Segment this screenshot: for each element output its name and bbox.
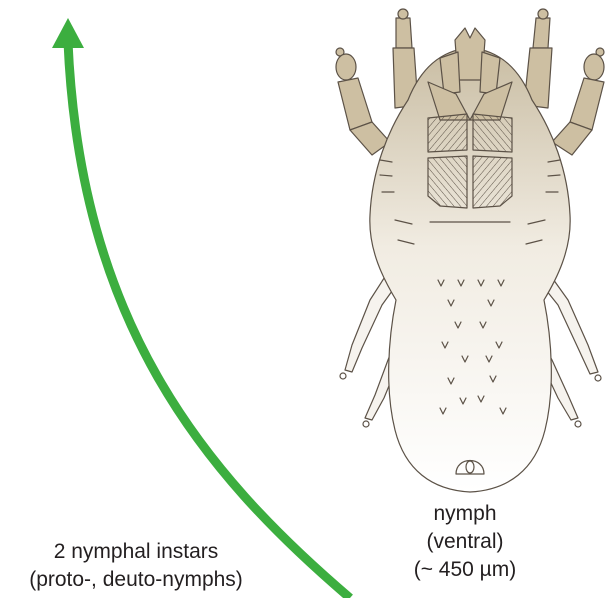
leg-second-left <box>336 48 390 155</box>
arrow-shaft <box>68 42 350 598</box>
stage-caption-line2: (proto-, deuto-nymphs) <box>0 566 272 594</box>
mite-body <box>370 48 570 492</box>
leg-second-right <box>552 48 604 155</box>
stage-caption: 2 nymphal instars (proto-, deuto-nymphs) <box>0 538 272 594</box>
arrow-head <box>52 18 84 48</box>
stage-caption-line1: 2 nymphal instars <box>0 538 272 566</box>
mite-caption-line3: (~ 450 µm) <box>395 556 535 584</box>
mite-caption-line2: (ventral) <box>395 528 535 556</box>
mite-nymph-illustration <box>336 9 604 492</box>
progression-arrow <box>52 18 350 598</box>
mite-caption: nymph (ventral) (~ 450 µm) <box>395 500 535 584</box>
mite-caption-line1: nymph <box>395 500 535 528</box>
